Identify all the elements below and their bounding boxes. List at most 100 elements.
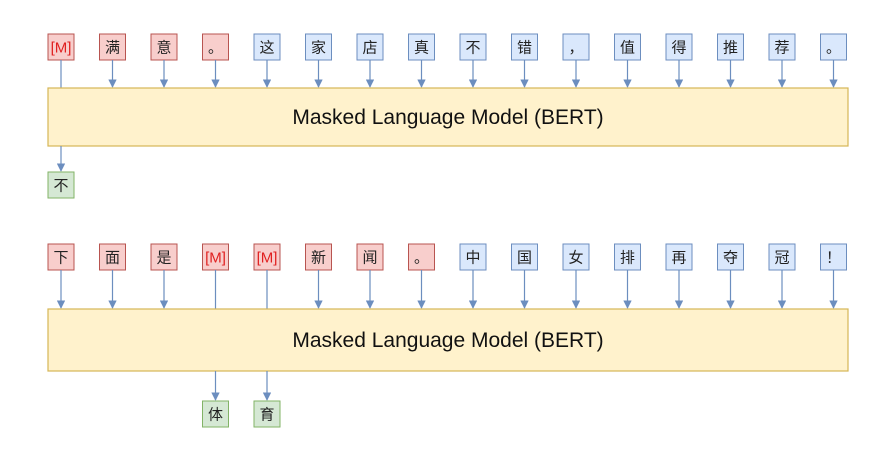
token-text: 错 xyxy=(517,39,532,57)
token-text: 排 xyxy=(620,249,635,267)
prompt-token: 新 xyxy=(305,243,332,271)
token-box xyxy=(253,33,281,61)
input-token: 家 xyxy=(305,33,332,61)
prompt-token: 是 xyxy=(150,243,178,271)
output-text: 育 xyxy=(259,406,274,424)
prompt-token: 满 xyxy=(99,33,126,61)
token-box xyxy=(150,33,178,61)
token-box xyxy=(820,243,847,271)
token-text: 面 xyxy=(105,249,120,267)
token-box xyxy=(356,33,384,61)
token-box xyxy=(253,243,281,271)
token-box xyxy=(614,33,641,61)
token-text: 闻 xyxy=(362,249,377,267)
token-box xyxy=(717,33,744,61)
output-box xyxy=(253,400,281,428)
token-box xyxy=(47,243,75,271)
token-box xyxy=(768,33,796,61)
input-token: 真 xyxy=(408,33,435,61)
diagram-layer: [M]满意。这家店真不错，值得推荐。Masked Language Model … xyxy=(47,33,849,428)
model-label: Masked Language Model (BERT) xyxy=(292,329,603,352)
input-token: ！ xyxy=(820,243,847,271)
token-text: 值 xyxy=(620,39,635,57)
token-text: 意 xyxy=(156,39,171,57)
input-token: 女 xyxy=(562,243,590,271)
model-rect xyxy=(47,308,849,372)
token-text: 中 xyxy=(465,249,480,267)
input-token: 得 xyxy=(665,33,693,61)
model-box: Masked Language Model (BERT) xyxy=(47,308,849,372)
input-token: 不 xyxy=(459,33,487,61)
token-text: 得 xyxy=(671,39,686,57)
token-text: [M] xyxy=(51,40,72,57)
token-text: 不 xyxy=(465,39,480,57)
input-token: 夺 xyxy=(717,243,744,271)
input-token: 这 xyxy=(253,33,281,61)
token-text: 满 xyxy=(105,39,120,57)
token-text: 冠 xyxy=(774,249,789,267)
output-text: 体 xyxy=(208,406,223,424)
model-label: Masked Language Model (BERT) xyxy=(292,106,603,129)
token-box xyxy=(356,243,384,271)
token-text: 这 xyxy=(259,39,274,57)
output-box xyxy=(202,400,229,428)
input-token: 冠 xyxy=(768,243,796,271)
output-token: 体 xyxy=(202,371,229,428)
input-token: 值 xyxy=(614,33,641,61)
token-text: [M] xyxy=(257,250,278,267)
token-text: 真 xyxy=(414,39,429,57)
input-token: 。 xyxy=(820,33,847,61)
token-text: 女 xyxy=(568,249,583,267)
token-text: 店 xyxy=(362,39,377,57)
model-rect xyxy=(47,87,849,147)
input-token: 中 xyxy=(459,243,487,271)
mask-token: [M] xyxy=(202,243,229,271)
token-text: 。 xyxy=(208,39,223,57)
prompt-token: 下 xyxy=(47,243,75,271)
input-token: 荐 xyxy=(768,33,796,61)
token-text: 夺 xyxy=(723,249,738,267)
token-text: ！ xyxy=(826,249,841,267)
token-text: 国 xyxy=(517,249,532,267)
token-box xyxy=(150,243,178,271)
prompt-token: 面 xyxy=(99,243,126,271)
token-box xyxy=(99,33,126,61)
token-text: 是 xyxy=(156,249,171,267)
input-token: 店 xyxy=(356,33,384,61)
output-token: 不 xyxy=(47,146,75,199)
input-token: 推 xyxy=(717,33,744,61)
output-text: 不 xyxy=(53,177,68,195)
prompt-token: 。 xyxy=(408,243,435,271)
token-box xyxy=(614,243,641,271)
input-token: 错 xyxy=(511,33,538,61)
token-box xyxy=(768,243,796,271)
token-text: [M] xyxy=(205,250,226,267)
token-box xyxy=(408,33,435,61)
token-text: 下 xyxy=(53,249,68,267)
token-text: 。 xyxy=(414,249,429,267)
output-box xyxy=(47,171,75,199)
input-token: 国 xyxy=(511,243,538,271)
token-box xyxy=(408,243,435,271)
input-token: 再 xyxy=(665,243,693,271)
panel-2: 下 面 是 [M] [M] 新 闻 。 中 国 女 排 再 夺 冠 ！ Masked Language Mode… xyxy=(47,243,849,428)
token-text: 推 xyxy=(723,39,738,57)
panel-1: [M]满意。这家店真不错，值得推荐。Masked Language Model … xyxy=(47,33,849,199)
token-text: ， xyxy=(568,39,583,57)
input-token: ， xyxy=(562,33,590,61)
mask-token: [M] xyxy=(253,243,281,271)
prompt-token: 闻 xyxy=(356,243,384,271)
token-text: 。 xyxy=(826,39,841,57)
prompt-token: 。 xyxy=(202,33,229,61)
prompt-token: 意 xyxy=(150,33,178,61)
model-box: Masked Language Model (BERT) xyxy=(47,87,849,147)
input-token: 排 xyxy=(614,243,641,271)
token-box xyxy=(305,33,332,61)
token-text: 家 xyxy=(311,39,326,57)
mask-token: [M] xyxy=(47,33,75,61)
token-text: 新 xyxy=(311,249,326,267)
token-text: 再 xyxy=(671,249,686,267)
output-token: 育 xyxy=(253,371,281,428)
token-text: 荐 xyxy=(774,39,789,57)
